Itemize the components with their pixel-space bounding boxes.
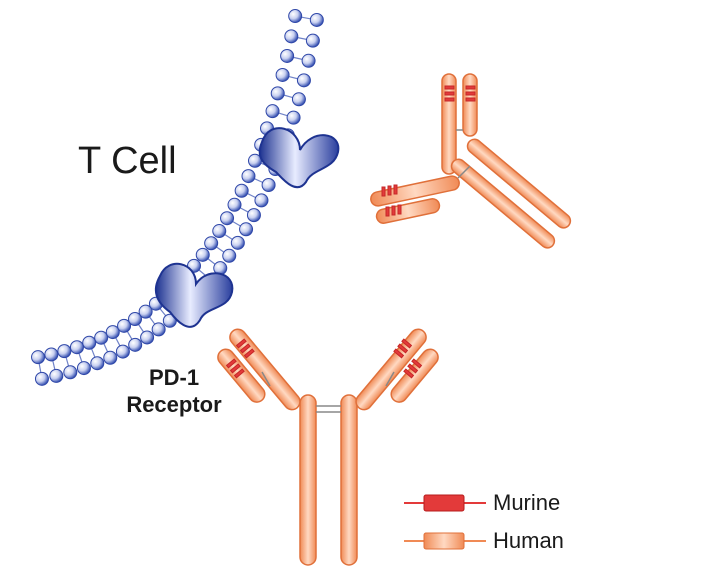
legend-human-swatch — [404, 532, 486, 550]
lipid-head — [227, 197, 242, 212]
legend-human-label: Human — [493, 528, 564, 553]
lipid-tail — [198, 269, 207, 277]
legend-murine-label: Murine — [493, 490, 561, 515]
lipid-tail — [232, 220, 241, 227]
lipid-head — [128, 337, 143, 352]
lipid-tail — [115, 337, 121, 347]
lipid-head — [301, 53, 316, 68]
lipid-head — [69, 340, 84, 355]
lipid-tail — [52, 360, 56, 370]
lipid-tail — [216, 246, 225, 253]
lipid-head — [284, 29, 299, 44]
lipid-head — [140, 330, 155, 345]
lipid-head — [230, 235, 245, 250]
lipid-head — [280, 48, 295, 63]
lipid-head — [305, 33, 320, 48]
lipid-head — [57, 344, 72, 359]
lipid-head — [265, 104, 280, 119]
pd1-receptor-upper — [258, 127, 340, 189]
lipid-head — [94, 330, 109, 345]
lipid-tail — [301, 16, 311, 20]
lipid-head — [82, 335, 97, 350]
lipid-head — [128, 312, 143, 327]
lipid-head — [195, 247, 210, 262]
legend — [404, 494, 486, 550]
lipid-tail — [103, 343, 109, 353]
lipid-tail — [247, 193, 256, 199]
lipid-head — [117, 318, 132, 333]
lipid-tail — [207, 258, 216, 265]
lipid-head — [34, 371, 49, 386]
t-cell-membrane — [31, 9, 324, 386]
lipid-head — [309, 12, 324, 27]
lipid-head — [222, 248, 237, 263]
lipid-head — [254, 193, 269, 208]
legend-murine-swatch — [404, 494, 486, 512]
lipid-tail — [239, 207, 249, 213]
lipid-head — [296, 73, 311, 88]
lipid-head — [151, 322, 166, 337]
lipid-head — [31, 350, 46, 365]
antibody-upper — [370, 73, 572, 249]
lipid-head — [63, 365, 78, 380]
lipid-head — [275, 67, 290, 82]
lipid-head — [261, 178, 276, 193]
antibody-lower — [217, 328, 439, 566]
lipid-head — [270, 86, 285, 101]
lipid-tail — [297, 37, 307, 40]
lipid-head — [241, 169, 256, 184]
lipid-head — [204, 236, 219, 251]
lipid-tail — [138, 324, 145, 333]
lipid-tail — [288, 75, 298, 80]
lipid-tail — [148, 316, 156, 325]
lipid-head — [44, 347, 59, 362]
lipid-head — [90, 356, 105, 371]
lipid-head — [286, 110, 301, 125]
pd1-label-line1: PD-1 — [148, 365, 200, 390]
lipid-head — [103, 350, 118, 365]
lipid-head — [76, 361, 91, 376]
pd1-label-line2: Receptor — [126, 392, 222, 417]
lipid-head — [246, 208, 261, 223]
lipid-tail — [126, 331, 133, 340]
lipid-head — [288, 9, 303, 24]
pd1-receptor-label: PD-1 Receptor — [108, 364, 240, 418]
lipid-head — [212, 224, 227, 239]
lipid-tail — [159, 308, 167, 317]
lipid-tail — [91, 348, 96, 358]
lipid-head — [105, 325, 120, 340]
pd1-receptor-lower — [154, 262, 234, 328]
t-cell-label: T Cell — [78, 140, 177, 182]
lipid-head — [49, 368, 64, 383]
lipid-head — [234, 183, 249, 198]
lipid-head — [115, 344, 130, 359]
lipid-tail — [283, 94, 293, 99]
lipid-tail — [38, 363, 42, 373]
lipid-tail — [65, 357, 70, 367]
lipid-tail — [293, 56, 303, 60]
lipid-tail — [224, 234, 233, 240]
lipid-head — [220, 211, 235, 226]
lipid-head — [291, 92, 306, 107]
lipid-tail — [78, 353, 83, 363]
lipid-head — [239, 222, 254, 237]
lipid-tail — [278, 112, 288, 117]
lipid-head — [138, 304, 153, 319]
lipid-tail — [254, 178, 263, 183]
